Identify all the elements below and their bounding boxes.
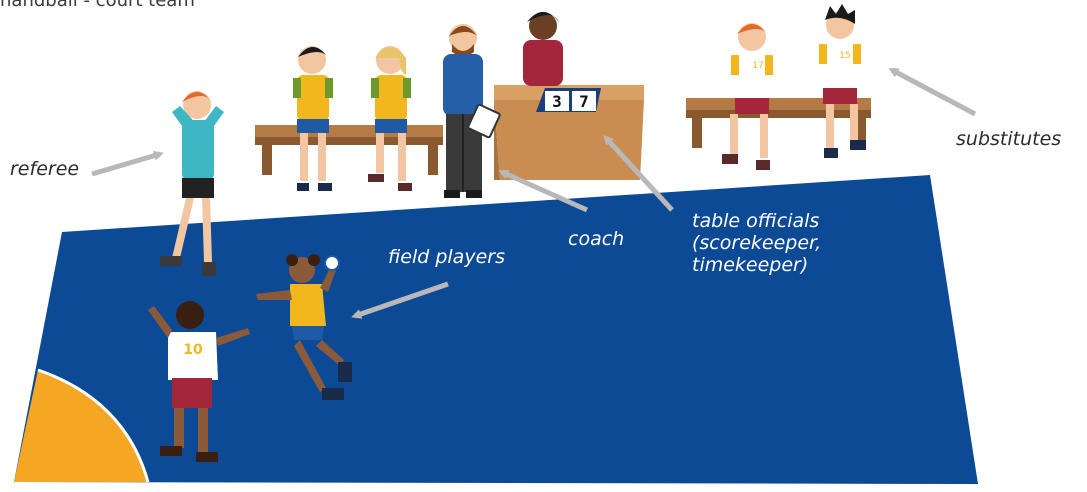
caption: handball - court team (0, 0, 195, 11)
goal-area-line (37, 368, 150, 483)
referee-figure (160, 91, 224, 276)
referee-arrow (91, 150, 164, 177)
field-player-number: 10 (183, 342, 203, 358)
team-bench (255, 125, 443, 175)
substitute-1: 17 (722, 23, 773, 170)
label-referee: referee (10, 158, 80, 180)
table-officials-arrow (603, 135, 674, 212)
goal-area (14, 370, 148, 482)
label-field-players: field players (388, 246, 505, 268)
score-left-digit: 3 (552, 92, 562, 111)
label-table-officials: table officials (692, 210, 820, 232)
substitutes-arrow (888, 67, 977, 117)
substitute-2-number: 15 (839, 51, 850, 61)
label-substitutes: substitutes (956, 128, 1062, 150)
flip-scoreboard: 3 7 (536, 88, 601, 112)
score-right-digit: 7 (579, 92, 589, 111)
coach-figure (443, 24, 501, 198)
substitutes-bench (686, 98, 871, 148)
table-official-figure (523, 12, 563, 86)
field-players-arrow (351, 281, 449, 319)
substitute-2: 15 (819, 4, 866, 158)
substitute-1-number: 17 (752, 61, 763, 71)
bench-player-1 (293, 46, 333, 191)
field-player-attacker (256, 254, 352, 400)
field-player-defender: 10 (148, 301, 250, 462)
label-coach: coach (568, 228, 625, 250)
officials-table (494, 85, 644, 180)
coach-arrow (498, 169, 589, 213)
label-table-officials-detail-1: (scorekeeper, (692, 232, 822, 254)
bench-player-2 (368, 46, 412, 191)
label-table-officials-detail-2: timekeeper) (692, 254, 809, 276)
court (14, 175, 978, 484)
